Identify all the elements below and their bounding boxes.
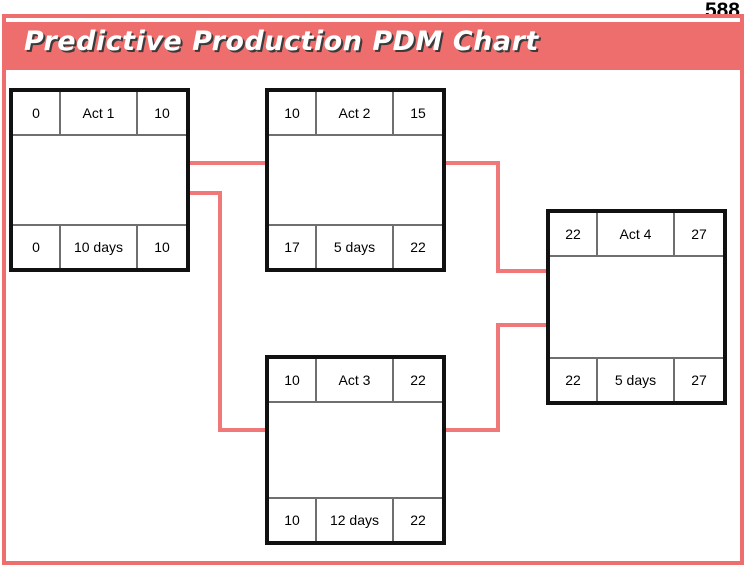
node-top-row: 22 Act 4 27	[550, 213, 723, 257]
connector-act1-act2	[190, 161, 266, 165]
connector-act1-act3-stub	[190, 191, 222, 195]
connector-act3-act4-enter	[496, 323, 550, 327]
activity-name-cell: Act 3	[317, 359, 394, 401]
connector-act2-act4-enter	[496, 269, 550, 273]
node-spacer-right	[394, 136, 442, 224]
early-finish-cell: 10	[154, 105, 170, 121]
node-top-row: 0 Act 1 10	[13, 92, 186, 136]
late-start-cell: 17	[269, 226, 317, 268]
late-finish-cell: 22	[410, 512, 426, 528]
duration-cell: 5 days	[598, 359, 675, 401]
node-spacer-center	[317, 403, 394, 497]
connector-act2-act4-vertical	[496, 161, 500, 273]
node-middle-row	[550, 257, 723, 357]
connector-act1-act3-enter	[218, 428, 266, 432]
page-title: Predictive Production PDM Chart	[24, 26, 539, 57]
node-spacer-left	[550, 257, 598, 357]
node-bottom-row: 10 12 days 22	[269, 497, 442, 541]
page-number: 588	[704, 0, 740, 22]
node-spacer-center	[317, 136, 394, 224]
node-spacer-right	[394, 403, 442, 497]
node-bottom-row: 17 5 days 22	[269, 224, 442, 268]
late-finish-cell: 22	[410, 239, 426, 255]
node-middle-row	[13, 136, 186, 224]
node-spacer-left	[13, 136, 61, 224]
early-start-cell: 10	[269, 359, 317, 401]
node-spacer-right	[675, 257, 723, 357]
late-start-cell: 22	[550, 359, 598, 401]
duration-cell: 10 days	[61, 226, 138, 268]
node-bottom-row: 22 5 days 27	[550, 357, 723, 401]
late-start-cell: 0	[13, 226, 61, 268]
connector-act3-act4-vertical	[496, 323, 500, 432]
early-finish-cell: 15	[410, 105, 426, 121]
node-top-row: 10 Act 3 22	[269, 359, 442, 403]
node-spacer-left	[269, 403, 317, 497]
duration-cell: 12 days	[317, 499, 394, 541]
late-finish-cell: 27	[691, 372, 707, 388]
node-bottom-row: 0 10 days 10	[13, 224, 186, 268]
node-spacer-center	[61, 136, 138, 224]
late-start-cell: 10	[269, 499, 317, 541]
connector-act1-act3-vertical	[218, 191, 222, 432]
node-top-row: 10 Act 2 15	[269, 92, 442, 136]
node-middle-row	[269, 136, 442, 224]
early-finish-cell: 22	[410, 372, 426, 388]
connector-act2-act4-exit	[443, 161, 500, 165]
title-bar: Predictive Production PDM Chart	[2, 22, 744, 70]
pdm-node-act1[interactable]: 0 Act 1 10 0 10 days 10	[9, 88, 190, 272]
pdm-node-act4[interactable]: 22 Act 4 27 22 5 days 27	[546, 209, 727, 405]
early-finish-cell: 27	[691, 226, 707, 242]
pdm-node-act3[interactable]: 10 Act 3 22 10 12 days 22	[265, 355, 446, 545]
connector-act3-act4-exit	[443, 428, 500, 432]
node-middle-row	[269, 403, 442, 497]
node-spacer-left	[269, 136, 317, 224]
activity-name-cell: Act 1	[61, 92, 138, 134]
early-start-cell: 22	[550, 213, 598, 255]
node-spacer-center	[598, 257, 675, 357]
node-spacer-right	[138, 136, 186, 224]
early-start-cell: 10	[269, 92, 317, 134]
duration-cell: 5 days	[317, 226, 394, 268]
early-start-cell: 0	[13, 92, 61, 134]
pdm-node-act2[interactable]: 10 Act 2 15 17 5 days 22	[265, 88, 446, 272]
activity-name-cell: Act 4	[598, 213, 675, 255]
activity-name-cell: Act 2	[317, 92, 394, 134]
late-finish-cell: 10	[154, 239, 170, 255]
